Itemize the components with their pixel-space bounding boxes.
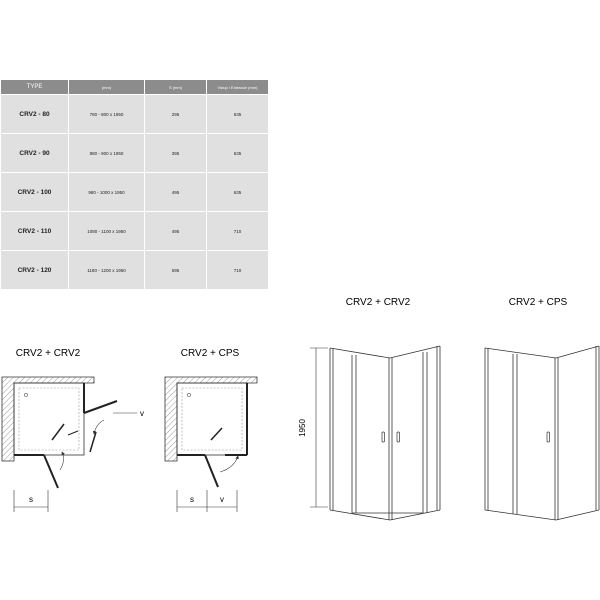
table-row: CRV2 - 110 1080 - 1100 x 1950 495 710 bbox=[0, 211, 269, 251]
cell-size: 1180 - 1200 x 1950 bbox=[68, 250, 145, 290]
cell-entrance: 635 bbox=[206, 133, 269, 173]
label-v: v bbox=[220, 495, 224, 504]
plan-crv2-crv2: CRV2 + CRV2 v bbox=[1, 348, 144, 512]
dimension-v: v bbox=[207, 490, 238, 512]
cell-type: CRV2 - 90 bbox=[0, 133, 69, 173]
plan-crv2-cps: CRV2 + CPS s v bbox=[164, 348, 258, 512]
table-row: CRV2 - 80 780 - 800 x 1950 295 635 bbox=[0, 94, 269, 134]
dimension-v: v bbox=[113, 409, 144, 418]
elevation-title: CRV2 + CPS bbox=[509, 297, 568, 308]
cell-entrance: 710 bbox=[206, 211, 269, 251]
table-row: CRV2 - 100 980 - 1000 x 1950 495 635 bbox=[0, 172, 269, 212]
cell-type: CRV2 - 80 bbox=[0, 94, 69, 134]
glass-panel bbox=[177, 383, 248, 456]
label-s: s bbox=[190, 495, 194, 504]
shower-enclosure-frame bbox=[329, 345, 441, 521]
glass-panel bbox=[14, 383, 85, 456]
elevation-title: CRV2 + CRV2 bbox=[346, 297, 411, 308]
label-v: v bbox=[140, 409, 144, 418]
cell-s: 495 bbox=[144, 211, 207, 251]
dimension-s: s bbox=[176, 490, 208, 512]
shower-tray bbox=[13, 382, 85, 456]
plan-title: CRV2 + CPS bbox=[181, 348, 240, 359]
height-dimension: 1950 bbox=[298, 347, 328, 508]
plan-title: CRV2 + CRV2 bbox=[16, 348, 81, 359]
cell-type: CRV2 - 120 bbox=[0, 250, 69, 290]
table-row: CRV2 - 90 880 - 900 x 1950 395 635 bbox=[0, 133, 269, 173]
swing-arc bbox=[219, 455, 239, 473]
door-leaf bbox=[43, 400, 118, 489]
shower-enclosure-frame bbox=[484, 345, 600, 521]
dimension-table: TYPE (mm) S (mm) Vstup / Entrance (mm) C… bbox=[0, 79, 269, 290]
swing-arc bbox=[59, 419, 105, 471]
elevation-crv2-cps: CRV2 + CPS bbox=[484, 297, 600, 521]
label-s: s bbox=[29, 495, 33, 504]
cell-size: 880 - 900 x 1950 bbox=[68, 133, 145, 173]
height-label: 1950 bbox=[298, 419, 307, 437]
cell-s: 395 bbox=[144, 133, 207, 173]
cell-s: 495 bbox=[144, 172, 207, 212]
cell-type: CRV2 - 110 bbox=[0, 211, 69, 251]
door-handle bbox=[546, 431, 550, 443]
dimension-s: s bbox=[13, 490, 49, 512]
cell-entrance: 710 bbox=[206, 250, 269, 290]
header-size: (mm) bbox=[68, 79, 145, 95]
header-type: TYPE bbox=[0, 79, 69, 95]
cell-type: CRV2 - 100 bbox=[0, 172, 69, 212]
wall bbox=[164, 376, 258, 462]
door-handle bbox=[381, 431, 400, 443]
table-row: CRV2 - 120 1180 - 1200 x 1950 595 710 bbox=[0, 250, 269, 290]
cell-size: 780 - 800 x 1950 bbox=[68, 94, 145, 134]
cell-size: 980 - 1000 x 1950 bbox=[68, 172, 145, 212]
wall bbox=[1, 376, 95, 462]
elevation-crv2-crv2: CRV2 + CRV2 1950 bbox=[298, 297, 441, 521]
shower-tray bbox=[176, 382, 248, 456]
door-leaf bbox=[204, 427, 223, 488]
